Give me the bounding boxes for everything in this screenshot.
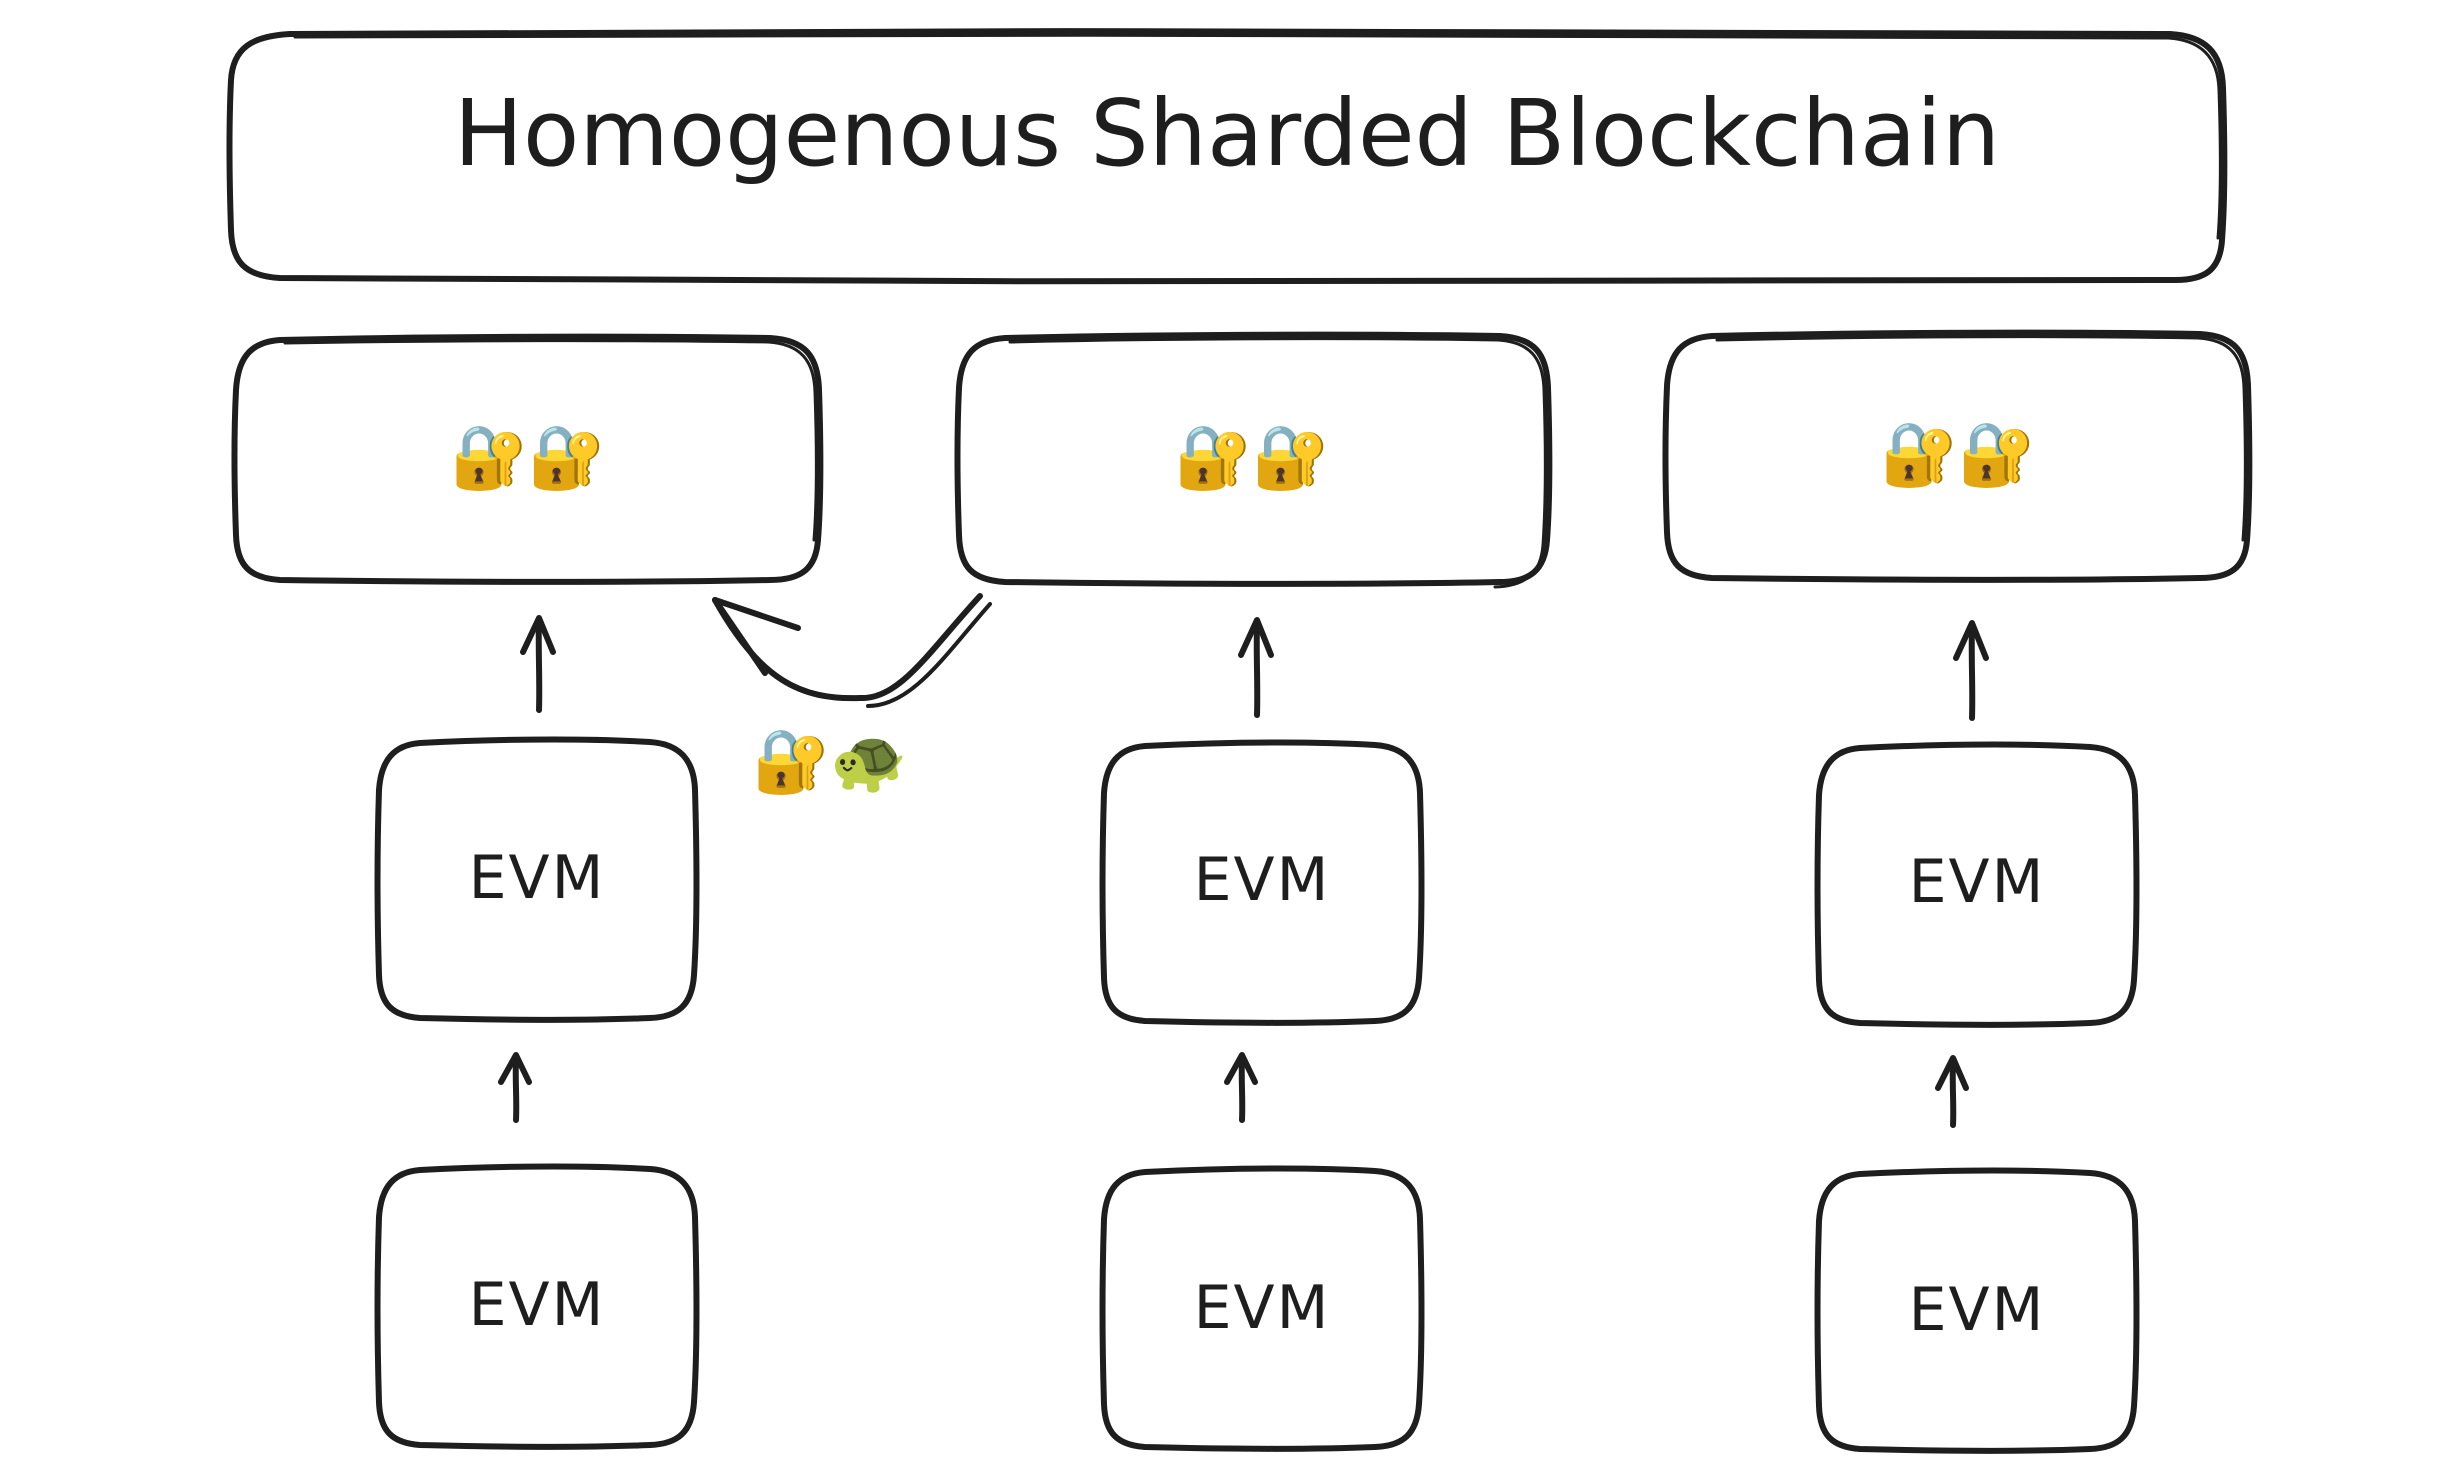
shard-2-upper-evm: EVM [1099, 739, 1425, 1026]
shard-3-lower-evm-label: EVM [1909, 1275, 2046, 1345]
shard-1-header-box: 🔐🔐 [231, 333, 824, 585]
shard-3-upper-evm: EVM [1814, 741, 2140, 1028]
shard-3-header-box: 🔐🔐 [1662, 329, 2253, 583]
shard-1-lower-evm-label: EVM [469, 1270, 606, 1340]
shard-1-lock-icons: 🔐🔐 [451, 420, 605, 493]
shard-2-upper-evm-label: EVM [1194, 845, 1331, 915]
shard-2-lower-evm: EVM [1099, 1165, 1425, 1452]
title-box: Homogenous Sharded Blockchain [226, 28, 2228, 285]
shard-3-lower-evm: EVM [1814, 1167, 2140, 1454]
shard-1-arrow-upper-to-header [520, 615, 556, 713]
shard-3-arrow-upper-to-header [1953, 620, 1989, 721]
shard-2-lower-evm-label: EVM [1194, 1273, 1331, 1343]
shard-3-lock-icons: 🔐🔐 [1881, 417, 2035, 490]
shard-1-upper-evm: EVM [374, 736, 700, 1023]
shard-1-lower-evm: EVM [374, 1163, 700, 1450]
shard-1-arrow-lower-to-upper [498, 1052, 532, 1123]
shard-2-arrow-upper-to-header [1238, 617, 1274, 718]
shard-column-2: 🔐🔐 EVM EVM [954, 331, 1553, 1452]
shard-2-lock-icons: 🔐🔐 [1175, 420, 1329, 493]
shard-3-arrow-lower-to-upper [1935, 1055, 1969, 1128]
cross-shard-annotation: 🔐🐢 [753, 724, 907, 797]
page-title: Homogenous Sharded Blockchain [454, 80, 2000, 187]
shard-column-1: 🔐🔐 EVM EVM [231, 333, 824, 1450]
shard-2-arrow-lower-to-upper [1224, 1052, 1258, 1123]
cross-shard-arrow [712, 593, 992, 708]
shard-column-3: 🔐🔐 EVM EVM [1662, 329, 2253, 1454]
shard-3-upper-evm-label: EVM [1909, 847, 2046, 917]
shard-2-header-box: 🔐🔐 [954, 331, 1553, 589]
shard-1-upper-evm-label: EVM [469, 843, 606, 913]
